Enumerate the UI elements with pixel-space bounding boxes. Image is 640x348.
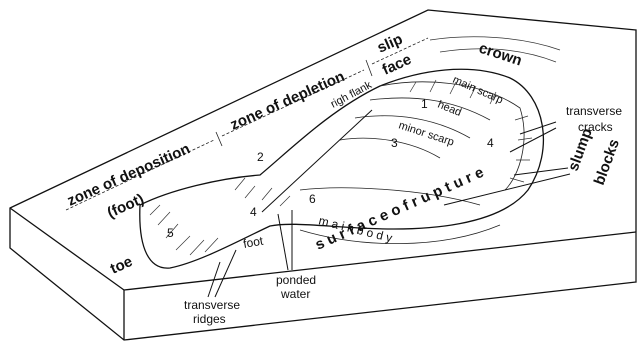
label-ponded-water-1: ponded [276,273,316,287]
label-main-scarp: main scarp [451,74,505,107]
label-foot: foot [242,234,265,251]
label-head: head [436,99,463,119]
label-transverse-ridges-1: transverse [184,298,240,312]
label-transverse-ridges-2: ridges [193,312,226,326]
callout-number: 2 [257,150,264,164]
label-minor-scarp: minor scarp [397,119,455,148]
label-slump-blocks-1: slump [565,126,596,173]
callout-number: 6 [309,192,316,206]
callout-number: 3 [391,136,398,150]
callout-number: 4 [487,136,494,150]
block-outline [10,10,636,340]
label-ponded-water-2: water [280,287,310,301]
callout-number: 1 [421,97,428,111]
label-transverse-cracks-1: transverse [566,104,622,118]
label-toe: toe [108,253,135,278]
callout-number: 4 [250,205,257,219]
label-crown: crown [477,40,524,70]
callout-number: 5 [167,226,174,240]
label-surface-of-rupture: s u r f a c e o f r u p t u r e [313,164,487,254]
label-slump-blocks-2: blocks [591,137,623,187]
